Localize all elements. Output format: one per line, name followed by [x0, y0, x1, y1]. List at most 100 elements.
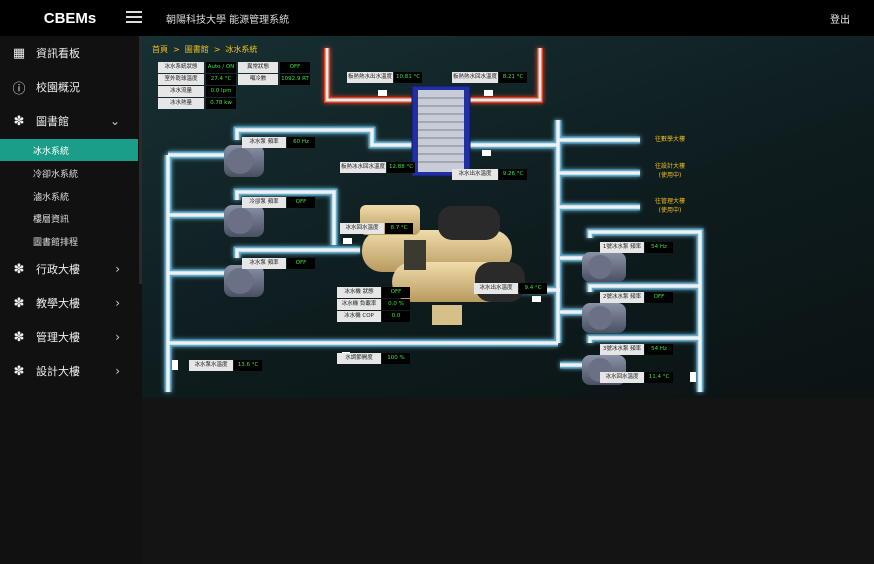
- chevron-down-icon: ⌄: [109, 114, 120, 128]
- tonnage-value: 1092.9 RT: [280, 74, 310, 85]
- hx-supply-temp-value: 10.81 °C: [394, 72, 422, 83]
- fan-icon: ✽: [13, 295, 25, 311]
- sidebar-item-label: 行政大樓: [36, 263, 80, 276]
- sidebar-item-label: 資訊看板: [36, 47, 80, 60]
- brand-logo[interactable]: CBEMs: [43, 9, 97, 27]
- sidebar-subitem-label: 圖書館排程: [33, 237, 79, 248]
- pump-left-1-value: 60 Hz: [287, 137, 315, 148]
- top-bar: CBEMs 朝陽科技大學 能源管理系統 登出: [0, 0, 874, 36]
- chw-return-temp-value: 12.88 °C: [387, 162, 415, 173]
- sidebar-subitem-schedule[interactable]: 圖書館排程: [0, 230, 138, 252]
- breadcrumb: 首頁>圖書館>冰水系統: [152, 45, 258, 54]
- menu-toggle-icon[interactable]: [126, 11, 142, 23]
- destination-management-building[interactable]: 往管理大樓 (使用中): [654, 198, 685, 214]
- sidebar-item-management[interactable]: ✽ 管理大樓 ›: [0, 320, 138, 354]
- sidebar-subitem-label: 冷卻水系統: [33, 169, 79, 180]
- alarm-label: 異常狀態: [238, 62, 278, 73]
- outdoor-temp-label: 室外乾球溫度: [158, 74, 204, 85]
- heat-label: 冰水熱量: [158, 98, 204, 109]
- breadcrumb-building[interactable]: 圖書館: [184, 45, 209, 54]
- sidebar-subitem-label: 滷水系統: [33, 192, 70, 203]
- hx-return-temp-value: 8.21 °C: [499, 72, 527, 83]
- pump-left-2-label: 冷卻泵 頻率: [242, 197, 286, 208]
- hx-return-temp-label: 板熱熱水回水溫度: [452, 72, 498, 83]
- outdoor-temp-value: 27.4 °C: [206, 74, 236, 85]
- destination-math-building[interactable]: 往數學大樓: [654, 136, 685, 143]
- pump-left-2[interactable]: [224, 205, 264, 237]
- chiller-cop-label: 冰水機 COP: [337, 311, 381, 322]
- chevron-right-icon: ›: [115, 262, 120, 276]
- destination-design-building[interactable]: 往設計大樓 (使用中): [654, 163, 685, 179]
- pump-left-3-label: 冰水泵 頻率: [242, 258, 286, 269]
- sidebar: [0, 36, 142, 564]
- chiller-inlet-temp-value: 8.7 °C: [385, 223, 413, 234]
- pump-left-1-label: 冰水泵 頻率: [242, 137, 286, 148]
- pump-left-1[interactable]: [224, 145, 264, 177]
- chiller-inlet-temp-label: 冰水回水溫度: [340, 223, 384, 234]
- info-icon: ⓘ: [12, 81, 26, 97]
- pump-right-1-label: 1號冰水泵 頻率: [600, 242, 644, 253]
- sidebar-item-label: 教學大樓: [36, 297, 80, 310]
- chiller-cop-value: 0.0: [382, 311, 410, 322]
- sidebar-item-label: 管理大樓: [36, 331, 80, 344]
- sidebar-subitem-cooling-water[interactable]: 冷卻水系統: [0, 162, 138, 184]
- chevron-right-icon: ›: [115, 330, 120, 344]
- sidebar-subitem-label: 冰水系統: [33, 146, 70, 157]
- chevron-right-icon: ›: [115, 296, 120, 310]
- sidebar-item-design[interactable]: ✽ 設計大樓 ›: [0, 354, 138, 388]
- system-title: 朝陽科技大學 能源管理系統: [166, 15, 290, 26]
- alarm-value: OFF: [280, 62, 310, 73]
- pump-right-2-value: OFF: [645, 292, 673, 303]
- header-temp-value: 13.6 °C: [234, 360, 262, 371]
- plate-heat-exchanger[interactable]: [411, 85, 471, 177]
- breadcrumb-current: 冰水系統: [225, 45, 258, 54]
- sidebar-item-teaching[interactable]: ✽ 教學大樓 ›: [0, 286, 138, 320]
- pump-right-3-label: 3號冰水泵 頻率: [600, 344, 644, 355]
- chiller-status-label: 冰水機 狀態: [337, 287, 381, 298]
- sidebar-subitem-floors[interactable]: 樓層資訊: [0, 207, 138, 229]
- bypass-valve-label: 水調節開度: [337, 353, 381, 364]
- logout-button[interactable]: 登出: [830, 15, 850, 26]
- chiller-unit[interactable]: [360, 205, 525, 325]
- chw-return-temp-label: 板熱冰水回水溫度: [340, 162, 386, 173]
- fan-icon: ✽: [13, 363, 25, 379]
- breadcrumb-home[interactable]: 首頁: [152, 45, 168, 54]
- pump-left-3-value: OFF: [287, 258, 315, 269]
- sidebar-item-label: 設計大樓: [36, 365, 80, 378]
- flow-label: 冰水流量: [158, 86, 204, 97]
- heat-value: 0.78 kw: [206, 98, 236, 109]
- fan-icon: ✽: [13, 329, 25, 345]
- sidebar-item-label: 圖書館: [36, 115, 69, 128]
- fan-icon: ✽: [13, 113, 25, 129]
- sidebar-subitem-chilled-water[interactable]: 冰水系統: [0, 139, 138, 161]
- mode-label: 冰水系統狀態: [158, 62, 204, 73]
- pump-right-2-label: 2號冰水泵 頻率: [600, 292, 644, 303]
- chiller-outlet-temp-label: 冰水出水溫度: [474, 283, 518, 294]
- chw-supply-temp-value: 9.26 °C: [499, 169, 527, 180]
- sidebar-item-label: 校園概況: [36, 81, 80, 94]
- tonnage-label: 噸冷數: [238, 74, 278, 85]
- flow-value: 0.0 lpm: [206, 86, 236, 97]
- fan-icon: ✽: [13, 261, 25, 277]
- pump-left-3[interactable]: [224, 265, 264, 297]
- chiller-outlet-temp-value: 9.4 °C: [519, 283, 547, 294]
- chiller-load-value: 0.0 %: [382, 299, 410, 310]
- pump-right-2[interactable]: [582, 303, 626, 333]
- chevron-right-icon: ›: [115, 364, 120, 378]
- sidebar-item-library[interactable]: ✽ 圖書館 ⌄: [0, 104, 138, 138]
- pump-right-1[interactable]: [582, 252, 626, 282]
- sidebar-subitem-brine[interactable]: 滷水系統: [0, 185, 138, 207]
- sidebar-scrollbar[interactable]: [139, 36, 142, 284]
- mode-value: Auto / ON: [206, 62, 236, 73]
- header-temp-label: 冰水泵水溫度: [189, 360, 233, 371]
- chiller-load-label: 冰水機 負載率: [337, 299, 381, 310]
- sidebar-item-dashboard[interactable]: ▦ 資訊看板: [0, 36, 138, 70]
- return-temp-value: 11.4 °C: [645, 372, 673, 383]
- sidebar-item-campus[interactable]: ⓘ 校園概況: [0, 70, 138, 104]
- return-temp-label: 冰水回水溫度: [600, 372, 644, 383]
- pump-left-2-value: OFF: [287, 197, 315, 208]
- bypass-valve-value: 100 %: [382, 353, 410, 364]
- pump-right-3-value: 54 Hz: [645, 344, 673, 355]
- sidebar-item-admin[interactable]: ✽ 行政大樓 ›: [0, 252, 138, 286]
